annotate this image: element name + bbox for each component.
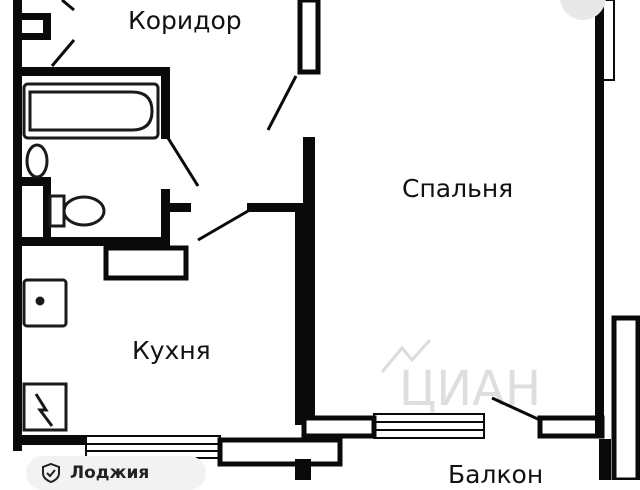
stove <box>22 382 68 432</box>
door-bedroom <box>266 75 298 131</box>
shield-icon <box>42 462 60 484</box>
room-label-balcony: Балкон <box>448 460 544 489</box>
door-balcony <box>491 396 541 422</box>
room-label-bedroom: Спальня <box>402 174 514 203</box>
wall-bedroom-right <box>595 0 604 437</box>
sink-drain <box>35 296 45 306</box>
door-kitchen <box>197 209 249 242</box>
wall-balcony-mid <box>599 439 611 480</box>
toilet-bowl <box>62 195 106 227</box>
watermark-text: ЦИАН <box>399 361 541 417</box>
floor-plan: ЦИАН <box>13 0 640 480</box>
watermark-logo <box>380 338 432 373</box>
door-wc-top <box>50 39 76 67</box>
wall-kitchen-top <box>247 203 311 212</box>
wall-toilet-bottom <box>19 237 169 246</box>
washbasin <box>25 143 49 179</box>
toilet-tank <box>48 194 66 228</box>
wall-balcony-right <box>611 315 640 480</box>
wall-bedroom-bottom-left <box>301 415 377 439</box>
wall-kitchen-bottom-right <box>217 437 343 467</box>
wall-bath-right <box>161 67 170 139</box>
room-label-kitchen: Кухня <box>132 336 211 365</box>
wall-bath-top <box>19 67 169 76</box>
walls <box>13 0 640 480</box>
room-label-corridor: Коридор <box>128 6 242 35</box>
window-bedroom <box>373 413 485 439</box>
wall-toilet-right <box>161 189 170 246</box>
wall-left-exterior <box>13 0 22 451</box>
wall-balcony-left <box>295 459 311 480</box>
badge-label: Лоджия <box>70 462 150 483</box>
wall-partition-lower <box>303 137 315 424</box>
wall-stub-top-left-3 <box>43 13 51 40</box>
window-kitchen <box>85 435 221 459</box>
bathtub-inner <box>28 90 154 132</box>
door-bathroom <box>166 137 200 187</box>
avatar-icon[interactable] <box>560 0 606 20</box>
wall-toilet-right-stub <box>161 203 191 212</box>
stove-lightning <box>34 393 54 427</box>
kitchen-sink <box>22 278 68 328</box>
kitchen-counter-top <box>103 245 189 281</box>
door-entry <box>61 0 75 12</box>
bathtub-outer <box>22 82 160 140</box>
doors <box>50 0 541 422</box>
loggia-badge[interactable]: Лоджия <box>26 456 206 490</box>
wall-bedroom-bottom-right <box>537 415 605 439</box>
fixtures <box>22 82 160 432</box>
wall-partition-upper <box>297 0 321 75</box>
wall-kitchen-right <box>295 203 305 425</box>
window-bedroom-side <box>599 0 615 81</box>
wall-kitchen-bottom <box>19 435 87 445</box>
